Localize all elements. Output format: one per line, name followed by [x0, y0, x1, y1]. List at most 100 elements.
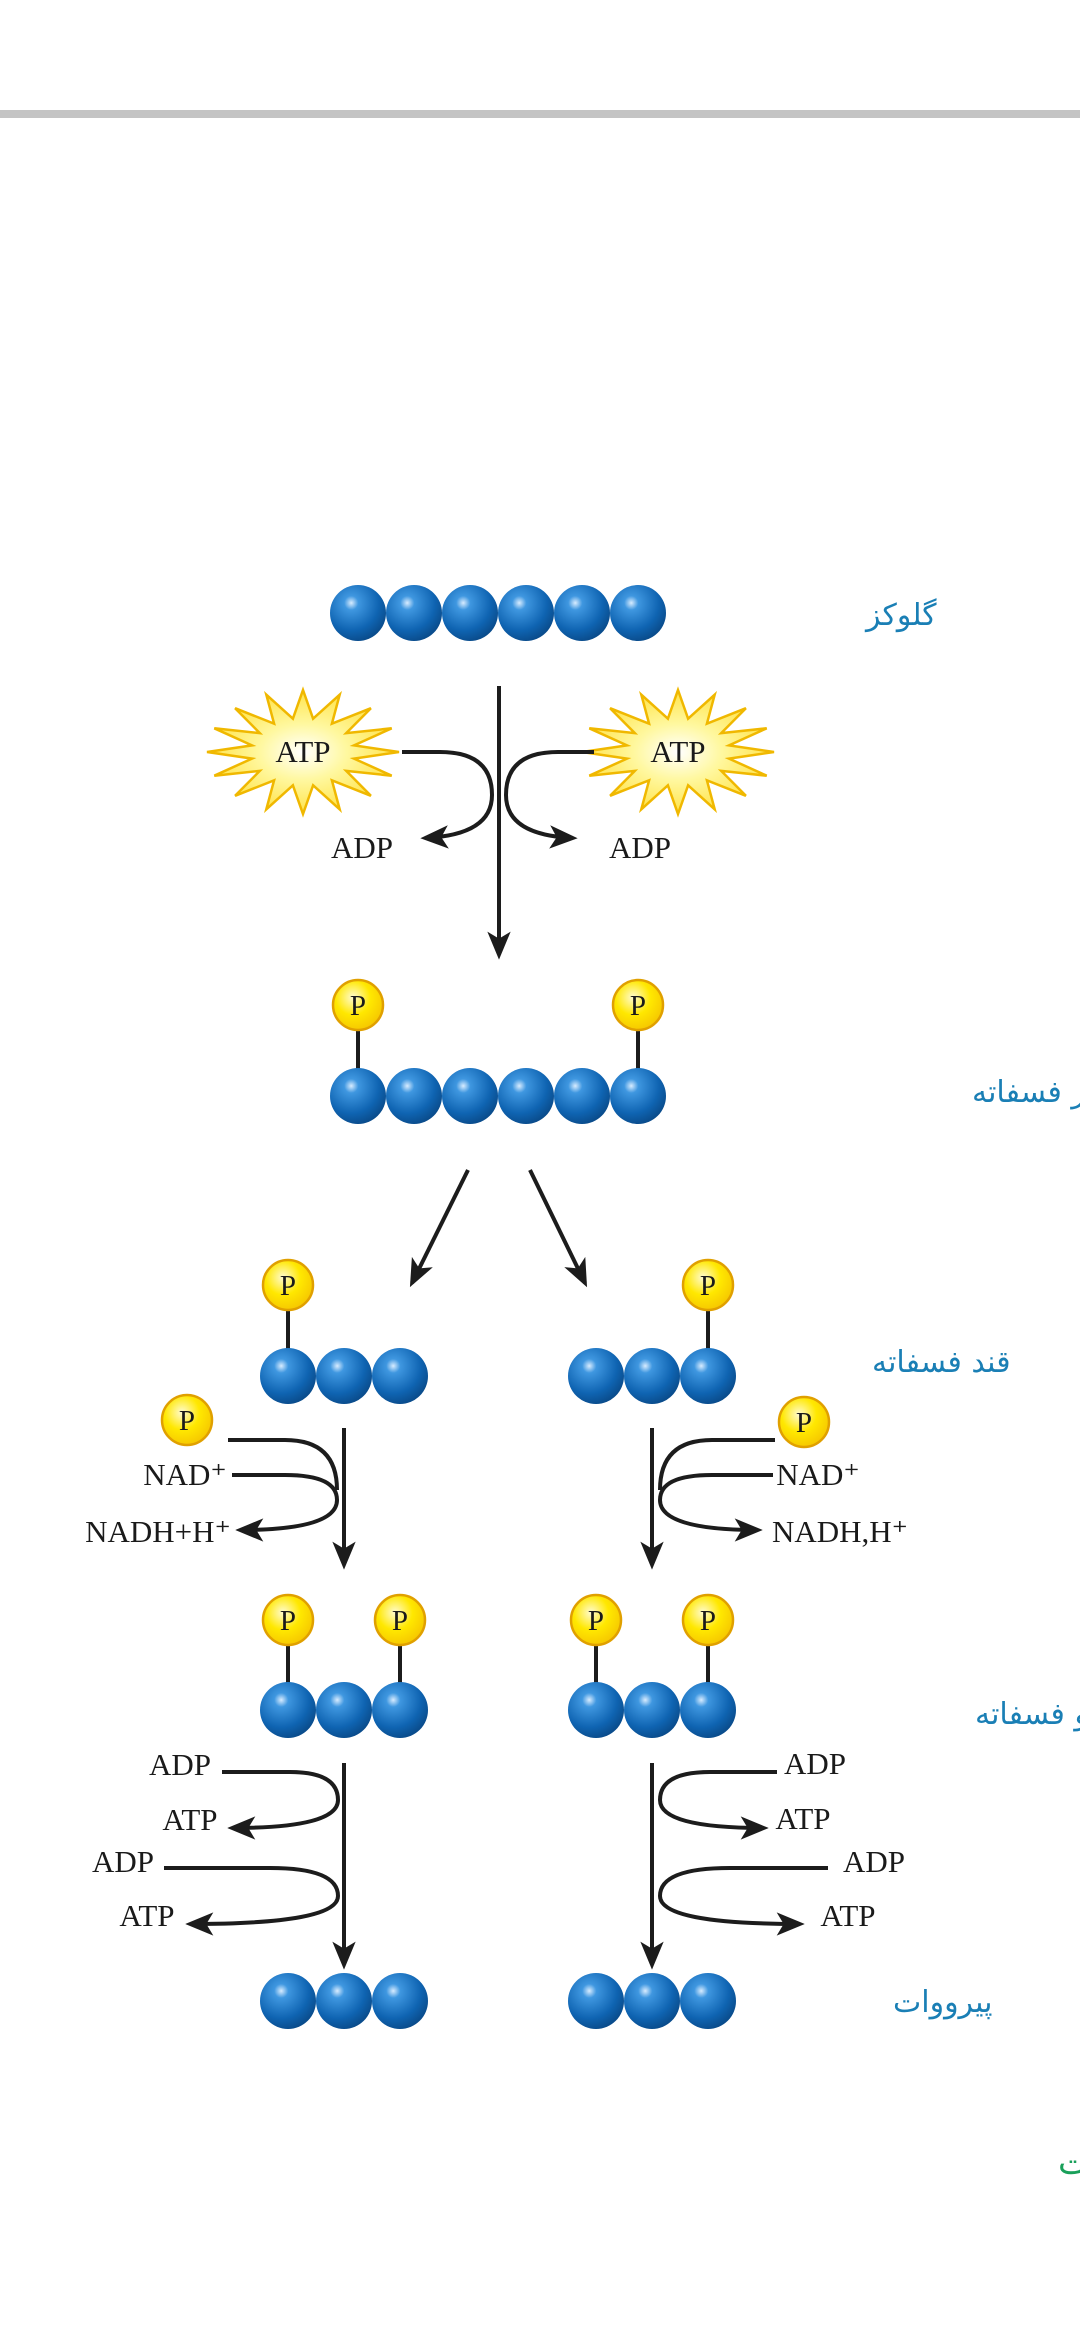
atp-left-1: ATP [162, 1802, 217, 1837]
carbon-atom [372, 1682, 428, 1738]
split-arrow-right [528, 1169, 588, 1288]
phosphate-group [777, 1395, 831, 1449]
carbon-atom [316, 1973, 372, 2029]
fructose-phosphate-molecule: P P [330, 978, 666, 1124]
phosphate-group [681, 1258, 735, 1312]
carbon-atom [624, 1973, 680, 2029]
carbon-atom [386, 585, 442, 641]
phosphate-group [261, 1258, 315, 1312]
atp-right-1: ATP [775, 1801, 830, 1836]
adp-to-atp-right-1 [657, 1770, 777, 1840]
phosphate-group [331, 978, 385, 1032]
atp-right-label: ATP [650, 734, 705, 769]
carbon-atom [610, 585, 666, 641]
carbon-atom [330, 585, 386, 641]
nadh-right-label: NADH,H⁺ [772, 1514, 908, 1549]
phosphate-inflow-left [228, 1438, 339, 1491]
adp-right-1: ADP [784, 1746, 846, 1781]
carbon-atom [442, 585, 498, 641]
carbon-atom [498, 585, 554, 641]
phosphate-label: P [392, 1605, 408, 1637]
carbon-atom [260, 1973, 316, 2029]
nadh-left-label: NADH+H⁺ [85, 1514, 231, 1549]
diphosphate-acid-left: P P [260, 1593, 428, 1738]
carbon-atom [624, 1348, 680, 1404]
carbon-atom [260, 1348, 316, 1404]
sugar-phosphate-right: P [568, 1258, 736, 1404]
atp-consume-left [402, 750, 495, 849]
adp-to-atp-right-2 [657, 1866, 828, 1936]
phosphate-label: P [700, 1270, 716, 1302]
split-arrow-left [409, 1169, 470, 1288]
top-divider [0, 110, 1080, 118]
carbon-atom [260, 1682, 316, 1738]
atp-left-label: ATP [275, 734, 330, 769]
label-glucose: گلوکز [864, 598, 937, 633]
phosphate-group [569, 1593, 623, 1647]
label-sugar-phosphate: قند فسفاته [872, 1345, 1011, 1380]
carbon-atom [554, 585, 610, 641]
adp-left-1: ADP [149, 1747, 211, 1782]
sugar-phosphate-left: P [260, 1258, 428, 1404]
diphosphate-acid-right: P P [568, 1593, 736, 1738]
carbon-atom [498, 1068, 554, 1124]
carbon-atom [568, 1973, 624, 2029]
adp-right-label: ADP [609, 830, 671, 865]
adp-to-atp-left-1 [222, 1770, 341, 1840]
phosphate-label: P [350, 990, 366, 1022]
phosphate-group [160, 1393, 214, 1447]
phosphate-label: P [700, 1605, 716, 1637]
atp-consume-right [503, 750, 594, 849]
carbon-atom [568, 1348, 624, 1404]
phosphate-inflow-right [658, 1438, 775, 1491]
phosphate-group [261, 1593, 315, 1647]
label-fructose-phosphate: فروکتوز فسفاته [972, 1075, 1080, 1110]
phosphate-label: P [280, 1270, 296, 1302]
carbon-atom [568, 1682, 624, 1738]
phosphate-group [373, 1593, 427, 1647]
atp-right-2: ATP [820, 1898, 875, 1933]
atp-production-left: ADP ATP ADP ATP [92, 1747, 356, 1970]
adp-left-label: ADP [331, 830, 393, 865]
label-pyruvate: پیرووات [893, 1985, 993, 2020]
carbon-atom [372, 1973, 428, 2029]
adp-left-2: ADP [92, 1844, 154, 1879]
carbon-atom [386, 1068, 442, 1124]
carbon-atom [316, 1682, 372, 1738]
adp-to-atp-left-2 [164, 1866, 341, 1936]
oxidation-right: P NAD⁺ NADH,H⁺ [640, 1395, 908, 1570]
glucose-molecule [330, 585, 666, 641]
phosphate-label: P [179, 1405, 195, 1437]
pyruvate-right [568, 1973, 736, 2029]
carbon-atom [372, 1348, 428, 1404]
nad-left-label: NAD⁺ [143, 1457, 227, 1492]
atp-starburst-left: ATP [206, 686, 400, 818]
atp-starburst-right: ATP [581, 686, 775, 818]
oxidation-left: P NAD⁺ NADH+H⁺ [85, 1393, 356, 1570]
phosphate-label: P [280, 1605, 296, 1637]
pyruvate-left [260, 1973, 428, 2029]
carbon-atom [442, 1068, 498, 1124]
nad-inflow-left [232, 1473, 340, 1542]
carbon-atom [624, 1682, 680, 1738]
adp-right-2: ADP [843, 1844, 905, 1879]
phosphate-group [681, 1593, 735, 1647]
phosphate-group [611, 978, 665, 1032]
carbon-atom [330, 1068, 386, 1124]
phosphate-label: P [588, 1605, 604, 1637]
phosphate-label: P [630, 990, 646, 1022]
atp-production-right: ADP ATP ADP ATP [640, 1746, 905, 1970]
carbon-atom [316, 1348, 372, 1404]
carbon-atom [680, 1348, 736, 1404]
label-diphosphate-acid: اسید دو فسفاته [975, 1697, 1080, 1732]
carbon-atom [680, 1973, 736, 2029]
figure-caption: شکل ۴ـ مراحل قندکافت [1058, 2143, 1080, 2183]
nad-inflow-right [657, 1473, 773, 1542]
nad-right-label: NAD⁺ [776, 1457, 860, 1492]
phosphate-label: P [796, 1407, 812, 1439]
carbon-atom [554, 1068, 610, 1124]
atp-left-2: ATP [119, 1898, 174, 1933]
carbon-atom [680, 1682, 736, 1738]
carbon-atom [610, 1068, 666, 1124]
